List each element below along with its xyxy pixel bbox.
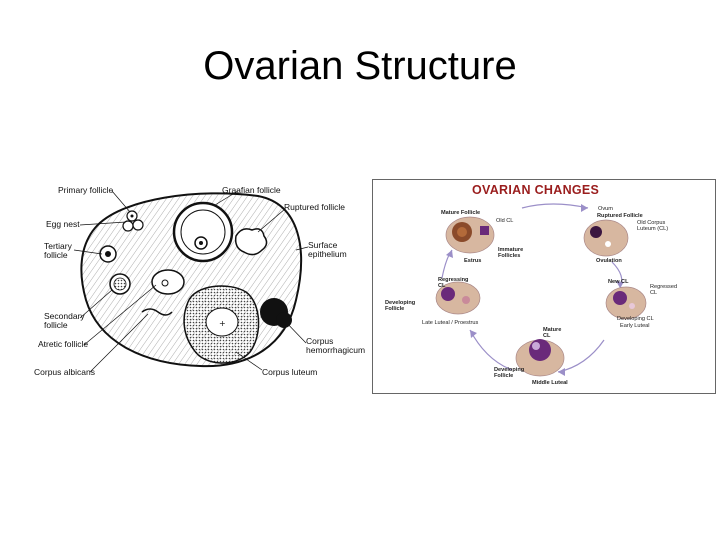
label-ovum: Ovum (598, 206, 613, 212)
label-old-cl: Old CL (496, 218, 514, 224)
label-middle-luteal: Middle Luteal (532, 380, 568, 386)
ovary-estrus (445, 216, 495, 254)
label-developing-follicle-bottom: Developing Follicle (494, 367, 525, 380)
label-regressing-cl: Regressing CL (438, 277, 469, 290)
ovary-middle-luteal (515, 339, 565, 377)
svg-text:+: + (219, 319, 226, 328)
label-mature-cl: Mature CL (543, 327, 562, 340)
label-estrus: Estrus (464, 258, 482, 264)
label-mature-follicle: Mature Follicle (441, 210, 481, 216)
label-developing-follicle-left: Developing Follicle (385, 300, 416, 313)
corpus-albicans (141, 308, 173, 316)
label-egg-nest: Egg nest (46, 219, 80, 229)
label-ovulation: Ovulation (596, 258, 622, 264)
label-immature-follicles: Immature Follicles (498, 247, 524, 260)
ruptured-follicle (234, 228, 268, 256)
label-developing-cl: Developing CL (617, 316, 654, 322)
label-tertiary-follicle: Tertiary follicle (44, 241, 72, 260)
graafian-follicle (172, 201, 234, 263)
label-atretic-follicle: Atretic follicle (38, 339, 89, 349)
label-corpus-luteum: Corpus luteum (262, 367, 318, 377)
label-old-corpus-luteum: Old Corpus Luteum (CL) (637, 220, 669, 233)
label-ruptured-follicle-cycle: Ruptured Follicle (597, 213, 643, 219)
slide-title: Ovarian Structure (203, 44, 517, 88)
label-late-luteal: Late Luteal / Proestrus (422, 320, 479, 326)
label-corpus-hemorrhagicum: Corpus hemorrhagicum (306, 336, 366, 355)
ovary-early-luteal (605, 286, 647, 320)
ovary-ovulation (583, 219, 629, 257)
label-graafian-follicle: Graafian follicle (222, 185, 281, 195)
ovary-late-luteal (435, 281, 481, 315)
label-new-cl: New CL (608, 279, 629, 285)
label-regressed-cl: Regressed CL (650, 284, 678, 297)
label-secondary-follicle: Secondary follicle (44, 311, 85, 330)
label-ruptured-follicle: Ruptured follicle (284, 202, 345, 212)
label-corpus-albicans: Corpus albicans (34, 367, 95, 377)
label-primary-follicle: Primary follicle (58, 185, 114, 195)
label-early-luteal: Early Luteal (620, 323, 650, 329)
label-surface-epithelium: Surface epithelium (308, 240, 347, 259)
ovarian-changes-title: OVARIAN CHANGES (472, 183, 600, 197)
